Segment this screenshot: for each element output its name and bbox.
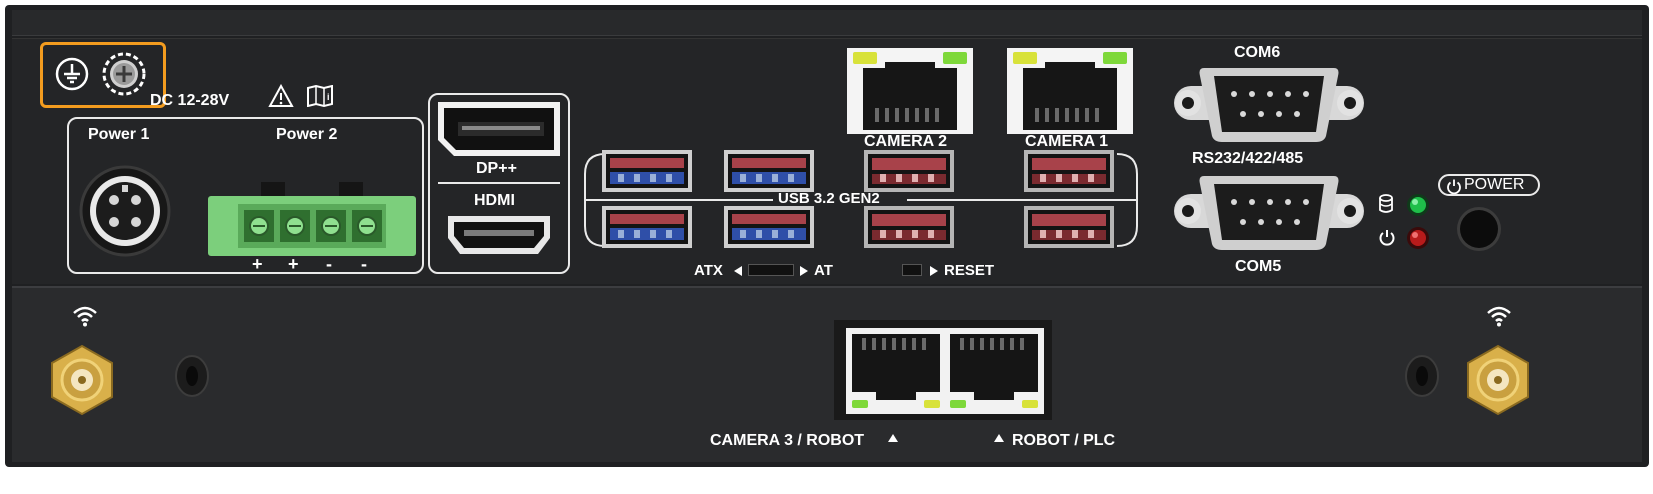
antenna-connector-right[interactable] xyxy=(1462,344,1534,416)
mount-hole-right xyxy=(1404,354,1440,398)
wifi-icon xyxy=(72,305,98,327)
storage-icon xyxy=(1378,194,1394,214)
reset-label: RESET xyxy=(944,262,995,279)
com6-label: COM6 xyxy=(1234,44,1281,61)
pin1-plus: + xyxy=(252,254,263,274)
power-button[interactable] xyxy=(1456,206,1502,252)
power2-label: Power 2 xyxy=(276,126,338,143)
display-divider xyxy=(438,182,560,184)
antenna-connector-left[interactable] xyxy=(46,344,118,416)
power2-terminal-block[interactable] xyxy=(206,180,418,258)
power-icon xyxy=(1378,228,1396,246)
robot-plc-lan-port[interactable] xyxy=(944,328,1044,414)
com5-label: COM5 xyxy=(1235,258,1282,275)
camera3-robot-lan-port[interactable] xyxy=(846,328,946,414)
robot-plc-label: ROBOT / PLC xyxy=(1012,432,1116,449)
power-led xyxy=(1406,226,1430,250)
camera3-label: CAMERA 3 / ROBOT xyxy=(710,432,865,449)
ground-screw-icon[interactable] xyxy=(100,50,148,98)
power1-label: Power 1 xyxy=(88,126,150,143)
atx-label: ATX xyxy=(694,262,723,279)
ground-highlight xyxy=(40,42,166,108)
mount-hole-left xyxy=(174,354,210,398)
display-group xyxy=(428,93,570,274)
usb-port-red-1[interactable] xyxy=(864,150,954,192)
usb-port-blue-2[interactable] xyxy=(724,150,814,192)
com5-db9-port[interactable] xyxy=(1166,172,1372,252)
svg-text:i: i xyxy=(327,92,330,102)
camera2-lan-port[interactable] xyxy=(847,48,973,134)
power1-din-connector[interactable] xyxy=(78,164,172,258)
storage-led xyxy=(1406,193,1430,217)
dc-input-label: DC 12-28V xyxy=(150,92,230,109)
usb-label: USB 3.2 GEN2 xyxy=(778,190,880,207)
ground-icon xyxy=(54,56,90,92)
usb-port-blue-4[interactable] xyxy=(724,206,814,248)
displayport-connector[interactable] xyxy=(436,100,562,158)
triangle-up-icon xyxy=(888,434,898,442)
reset-button[interactable] xyxy=(902,264,922,276)
power-button-label-pill xyxy=(1438,174,1540,196)
pin4-minus: - xyxy=(361,254,367,274)
triangle-up-icon xyxy=(994,434,1004,442)
usb-port-blue-3[interactable] xyxy=(602,206,692,248)
hdmi-label: HDMI xyxy=(474,192,515,209)
atx-at-switch[interactable] xyxy=(748,264,794,276)
usb-port-blue-1[interactable] xyxy=(602,150,692,192)
power-button-label: POWER xyxy=(1464,176,1525,193)
pin3-minus: - xyxy=(326,254,332,274)
triangle-right-icon xyxy=(930,266,938,276)
manual-icon: i xyxy=(306,85,336,107)
at-label: AT xyxy=(814,262,833,279)
com6-db9-port[interactable] xyxy=(1166,64,1372,144)
top-edge xyxy=(12,10,1642,36)
triangle-right-icon xyxy=(800,266,808,276)
warning-icon xyxy=(268,84,294,108)
wifi-icon xyxy=(1486,305,1512,327)
usb-port-red-2[interactable] xyxy=(1024,150,1114,192)
triangle-left-icon xyxy=(734,266,742,276)
usb-port-red-4[interactable] xyxy=(1024,206,1114,248)
camera1-lan-port[interactable] xyxy=(1007,48,1133,134)
camera2-label: CAMERA 2 xyxy=(864,133,947,150)
pin2-plus: + xyxy=(288,254,299,274)
hdmi-connector[interactable] xyxy=(446,214,552,256)
power-icon xyxy=(1446,178,1462,194)
dp-label: DP++ xyxy=(476,160,517,177)
usb-bracket xyxy=(583,152,1139,248)
bottom-panel xyxy=(12,286,1642,462)
camera1-label: CAMERA 1 xyxy=(1025,133,1108,150)
usb-port-red-3[interactable] xyxy=(864,206,954,248)
power-group xyxy=(67,117,424,274)
rs-label: RS232/422/485 xyxy=(1192,150,1304,167)
